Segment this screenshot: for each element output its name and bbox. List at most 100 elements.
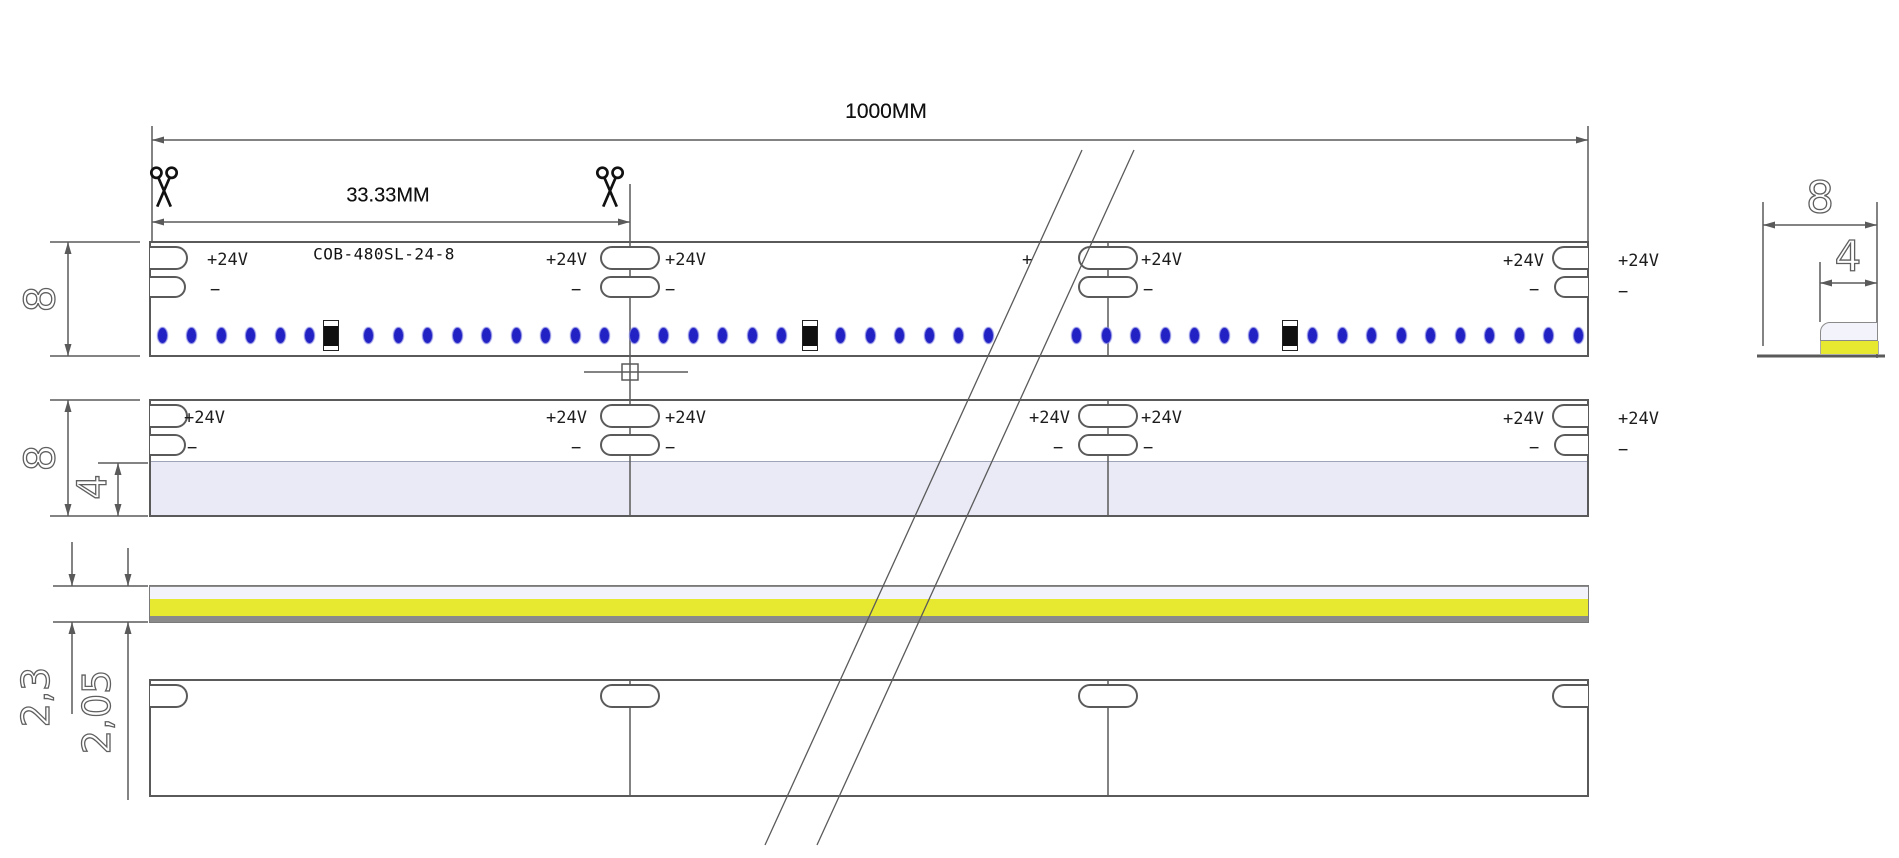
led-chip — [157, 328, 167, 343]
dim-text-cut_unit: 33.33MM — [346, 184, 430, 207]
cross-section-silicone — [1820, 322, 1878, 341]
led-chip — [423, 328, 432, 343]
solder-pad — [600, 276, 660, 298]
led-chip — [1160, 328, 1170, 343]
led-chip — [511, 328, 521, 343]
led-chip — [1544, 328, 1553, 343]
voltage-label-pos: +24V — [184, 408, 225, 428]
dim-text-cs_light_width: 4 — [1834, 231, 1862, 281]
led-chip — [600, 328, 609, 343]
voltage-label-neg: − — [1618, 282, 1629, 302]
pcb-tape-band — [151, 461, 1587, 515]
cross-section-phosphor — [1820, 341, 1879, 354]
side-silicone-layer — [150, 586, 1588, 600]
led-chip — [1514, 328, 1524, 343]
solder-pad — [600, 246, 660, 270]
strip-bottom-view — [149, 679, 1589, 797]
dim-text-pcb_thickness: 2,05 — [74, 669, 119, 755]
led-chip — [1072, 328, 1081, 343]
solder-pad — [1554, 434, 1588, 456]
voltage-label-pos: +24V — [1503, 409, 1544, 429]
solder-pad — [1552, 684, 1588, 708]
resistor-component — [802, 320, 818, 351]
voltage-label-neg: − — [1529, 438, 1540, 458]
voltage-label-pos: +24V — [1618, 251, 1659, 271]
led-chip — [1485, 328, 1494, 343]
led-chip — [1337, 328, 1347, 343]
solder-pad — [150, 404, 188, 428]
dim-text-light_surface_width: 4 — [69, 474, 116, 501]
led-chip — [836, 328, 845, 343]
voltage-label-neg: − — [571, 280, 582, 300]
voltage-label-pos: +24V — [1503, 251, 1544, 271]
led-chip — [570, 328, 580, 343]
led-chip — [1308, 328, 1317, 343]
model-label: COB-480SL-24-8 — [313, 244, 455, 264]
voltage-label-pos: +24V — [1029, 408, 1070, 428]
led-chip — [1101, 328, 1111, 343]
voltage-label-pos: +24V — [207, 250, 248, 270]
led-chip — [777, 328, 786, 343]
dim-text-total_length: 1000MM — [845, 100, 927, 123]
voltage-label-neg: − — [1529, 280, 1540, 300]
resistor-component — [1282, 320, 1298, 351]
dim-text-cs_width: 8 — [1805, 172, 1834, 224]
led-chip — [865, 328, 875, 343]
led-chip — [688, 328, 698, 343]
solder-pad — [1078, 246, 1138, 270]
voltage-label-neg: − — [1618, 440, 1629, 460]
side-phosphor-layer — [150, 599, 1588, 616]
voltage-label-pos: +24V — [546, 408, 587, 428]
voltage-label-pos: +24V — [1618, 409, 1659, 429]
led-chip — [718, 328, 727, 343]
led-chip — [659, 328, 668, 343]
voltage-label-neg: − — [665, 280, 676, 300]
led-chip — [747, 328, 757, 343]
led-chip — [393, 328, 403, 343]
led-chip — [1367, 328, 1376, 343]
led-chip — [275, 328, 285, 343]
solder-pad — [150, 434, 186, 456]
led-chip — [1249, 328, 1258, 343]
led-chip — [629, 328, 639, 343]
solder-pad — [150, 246, 188, 270]
solder-pad — [600, 684, 660, 708]
solder-pad — [600, 404, 660, 428]
solder-pad — [150, 276, 186, 298]
led-chip — [187, 328, 196, 343]
voltage-label-neg: − — [571, 438, 582, 458]
voltage-label-pos: +24V — [665, 408, 706, 428]
solder-pad — [1078, 684, 1138, 708]
led-chip — [954, 328, 963, 343]
voltage-label-plus: + — [1022, 250, 1033, 270]
led-chip — [305, 328, 314, 343]
led-chip — [983, 328, 993, 343]
led-chip — [1455, 328, 1465, 343]
voltage-label-neg: − — [1143, 280, 1154, 300]
led-chip — [1573, 328, 1583, 343]
dim-text-strip_width: 8 — [15, 444, 65, 472]
solder-pad — [1078, 434, 1138, 456]
dim-text-strip_width: 8 — [15, 285, 65, 313]
led-chip — [482, 328, 491, 343]
voltage-label-neg: − — [1053, 438, 1064, 458]
dim-total-length: 1000MM — [845, 100, 927, 123]
solder-pad — [1552, 246, 1588, 270]
voltage-label-pos: +24V — [665, 250, 706, 270]
voltage-label-neg: − — [1143, 438, 1154, 458]
voltage-label-neg: − — [210, 280, 221, 300]
solder-pad — [1078, 276, 1138, 298]
resistor-component — [323, 320, 339, 351]
led-chip — [1426, 328, 1435, 343]
led-chip — [541, 328, 550, 343]
led-chip — [246, 328, 255, 343]
led-chip — [452, 328, 462, 343]
led-chip — [1396, 328, 1406, 343]
led-chip — [895, 328, 904, 343]
scissors-icon — [147, 166, 181, 214]
voltage-label-pos: +24V — [546, 250, 587, 270]
solder-pad — [150, 684, 188, 708]
strip-side-view — [149, 585, 1589, 623]
solder-pad — [1554, 276, 1588, 298]
